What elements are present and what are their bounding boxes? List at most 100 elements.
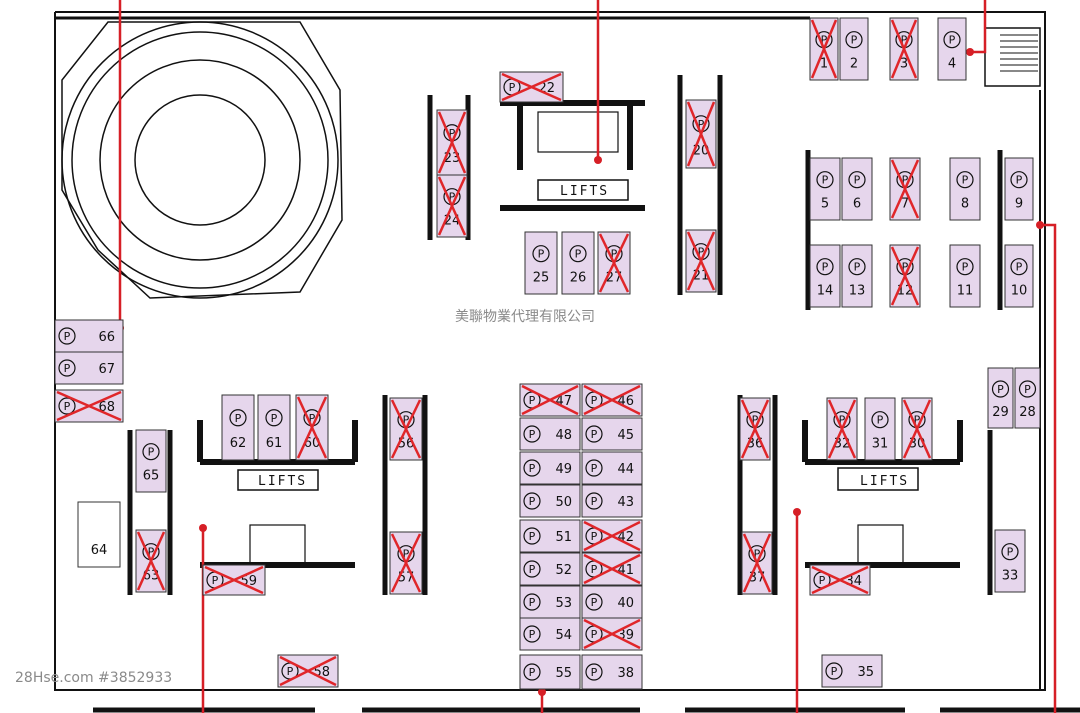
slot-number: 6 — [853, 197, 861, 212]
parking-symbol: P — [538, 248, 545, 261]
parking-icon — [585, 663, 603, 681]
parking-symbol: P — [822, 261, 829, 274]
parking-symbol: P — [403, 548, 410, 561]
parking-symbol: P — [529, 596, 536, 609]
parking-icon — [58, 397, 76, 415]
slot-number: 33 — [1002, 569, 1019, 584]
parking-slot-14: P 14 — [809, 244, 841, 308]
parking-symbol: P — [529, 428, 536, 441]
taken-cross-mark — [56, 390, 122, 422]
parking-icon — [943, 31, 961, 49]
parking-slot-53: P 53 — [519, 585, 581, 619]
parking-icon — [825, 662, 843, 680]
slot-number: 65 — [143, 469, 160, 484]
parking-icon — [142, 443, 160, 461]
lift-label-left: LIFTS — [258, 474, 307, 489]
slot-number: 4 — [948, 57, 956, 72]
slot-number: 45 — [617, 428, 634, 443]
slot-number: 7 — [901, 197, 909, 212]
parking-slot-31: P31 — [864, 397, 896, 461]
parking-icon — [871, 411, 889, 429]
taken-cross-mark — [583, 520, 641, 552]
lift-label-right: LIFTS — [860, 474, 909, 489]
parking-icon — [265, 409, 283, 427]
slot-number: 26 — [570, 271, 587, 286]
parking-icon — [1010, 258, 1028, 276]
parking-slot-29: P29 — [987, 367, 1014, 429]
parking-icon — [523, 663, 541, 681]
parking-slot-33: P 33 — [994, 529, 1026, 593]
parking-symbol: P — [449, 127, 456, 140]
parking-slot-3: P3 — [889, 17, 919, 81]
parking-icon — [845, 31, 863, 49]
slot-number: 40 — [617, 596, 634, 611]
taken-cross-mark — [890, 246, 920, 306]
staircase-top-right — [984, 27, 1041, 87]
parking-slot-64: 64 — [77, 501, 121, 568]
slot-number: 50 — [555, 495, 572, 510]
taken-cross-mark — [811, 565, 869, 595]
parking-icon — [229, 409, 247, 427]
taken-cross-mark — [136, 531, 166, 591]
slot-number: 38 — [617, 666, 634, 681]
parking-slot-9: P9 — [1004, 157, 1034, 221]
taken-cross-mark — [501, 72, 562, 102]
slot-number: 14 — [817, 284, 834, 299]
parking-symbol: P — [64, 362, 71, 375]
parking-symbol: P — [212, 574, 219, 587]
parking-symbol: P — [529, 530, 536, 543]
parking-symbol: P — [529, 563, 536, 576]
parking-symbol: P — [997, 383, 1004, 396]
parking-symbol: P — [839, 414, 846, 427]
parking-icon — [585, 459, 603, 477]
slot-number: 66 — [98, 330, 115, 345]
parking-icon — [523, 593, 541, 611]
parking-symbol: P — [591, 394, 598, 407]
slot-number: 49 — [555, 462, 572, 477]
parking-icon — [523, 425, 541, 443]
slot-number: 28 — [1019, 405, 1036, 420]
taken-cross-mark — [890, 19, 918, 79]
taken-cross-mark — [583, 384, 641, 416]
parking-icon — [1018, 380, 1037, 398]
taken-cross-mark — [390, 533, 422, 593]
taken-cross-mark — [598, 233, 630, 293]
parking-slot-28: P28 — [1014, 367, 1041, 429]
slot-number: 44 — [617, 462, 634, 477]
parking-symbol: P — [819, 574, 826, 587]
parking-slot-6: P6 — [841, 157, 873, 221]
taken-cross-mark — [686, 231, 716, 291]
parking-slot-20: P20 — [685, 99, 717, 169]
slot-number: 53 — [555, 596, 572, 611]
watermark-center: 美聯物業代理有限公司 — [455, 309, 595, 325]
parking-slot-63: P63 — [135, 529, 167, 593]
slot-number: 8 — [961, 197, 969, 212]
parking-symbol: P — [271, 412, 278, 425]
parking-icon — [956, 258, 974, 276]
parking-symbol: P — [1007, 546, 1014, 559]
taken-cross-mark — [742, 533, 772, 593]
parking-icon — [58, 359, 76, 377]
parking-icon — [523, 625, 541, 643]
parking-slot-2: P2 — [839, 17, 869, 81]
parking-symbol: P — [591, 563, 598, 576]
parking-slot-27: P27 — [597, 231, 631, 295]
parking-slot-36: P36 — [739, 397, 771, 461]
parking-slot-57: P57 — [389, 531, 423, 595]
taken-cross-mark — [296, 396, 328, 459]
slot-number: 51 — [555, 530, 572, 545]
parking-symbol: P — [529, 462, 536, 475]
parking-symbol: P — [529, 666, 536, 679]
parking-symbol: P — [235, 412, 242, 425]
parking-symbol: P — [591, 428, 598, 441]
parking-icon — [532, 245, 550, 263]
